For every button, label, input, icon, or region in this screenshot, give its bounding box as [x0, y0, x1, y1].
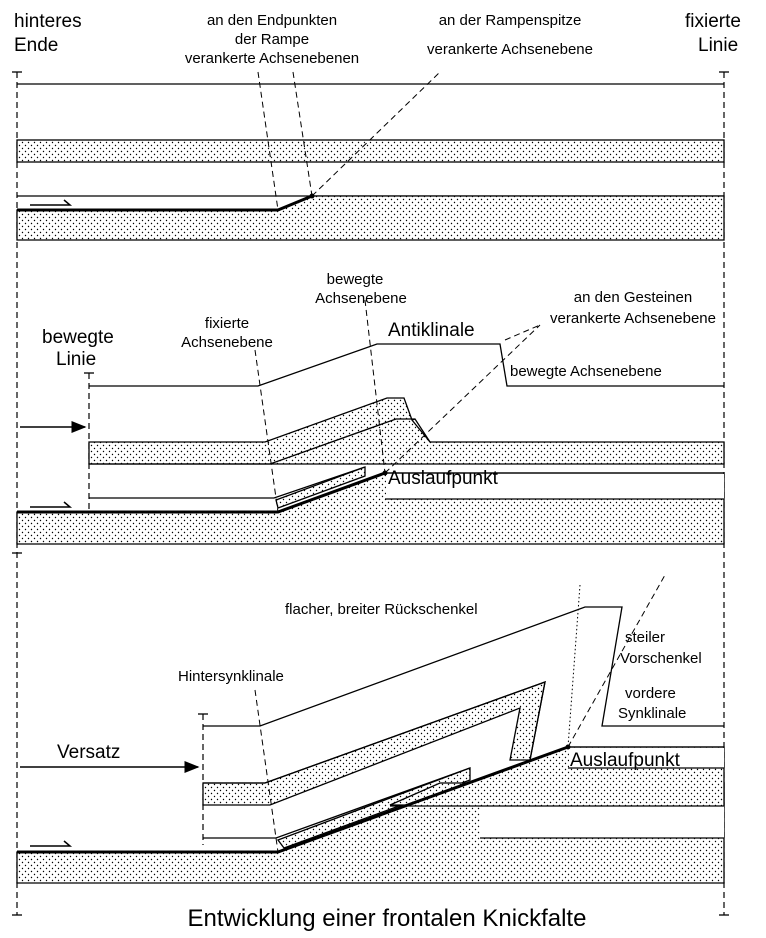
- ramp-tip-plane-1: an der Rampenspitze: [439, 12, 582, 29]
- rock-anchored-plane-2: verankerte Achsenebene: [550, 310, 716, 327]
- slip-arrow-top: [30, 199, 73, 206]
- left-end-label-1: hinteres: [14, 11, 82, 32]
- back-limb-label: flacher, breiter Rückschenkel: [285, 601, 478, 618]
- panel-top: hinteres Ende fixierte Linie an den Endp…: [14, 11, 741, 241]
- front-syncline-2: Synklinale: [618, 705, 686, 722]
- panel-middle: bewegte Linie fixierte Achsenebene beweg…: [16, 271, 725, 545]
- front-syncline-1: vordere: [625, 685, 676, 702]
- tip-point-bottom: Auslaufpunkt: [570, 750, 681, 771]
- moved-line-1: bewegte: [42, 327, 114, 348]
- ramp-end-planes-2: der Rampe: [235, 31, 309, 48]
- rock-anchored-plane-1: an den Gesteinen: [574, 289, 692, 306]
- ramp-end-planes-1: an den Endpunkten: [207, 12, 337, 29]
- figure-caption: Entwicklung einer frontalen Knickfalte: [188, 905, 587, 932]
- ramp-tip-plane-2: verankerte Achsenebene: [427, 41, 593, 58]
- stippled-hanging-layer: [88, 397, 725, 465]
- moved-plane-top-2: Achsenebene: [315, 290, 407, 307]
- moved-plane-top-1: bewegte: [327, 271, 384, 288]
- offset-label: Versatz: [57, 742, 120, 763]
- slip-arrow-middle: [30, 501, 73, 508]
- thrust-ramp: [17, 194, 313, 212]
- moved-plane-right: bewegte Achsenebene: [510, 363, 662, 380]
- slip-arrow-bottom: [30, 840, 73, 847]
- moved-line-2: Linie: [56, 349, 96, 370]
- tip-point-middle: Auslaufpunkt: [388, 468, 499, 489]
- hinter-syncline-label: Hintersynklinale: [178, 668, 284, 685]
- right-end-label-2: Linie: [698, 35, 738, 56]
- stippled-layer: [16, 139, 725, 163]
- fixed-plane-2: Achsenebene: [181, 334, 273, 351]
- ramp-end-planes-3: verankerte Achsenebenen: [185, 50, 359, 67]
- panel-bottom: flacher, breiter Rückschenkel steiler Vo…: [16, 574, 725, 884]
- left-end-label-2: Ende: [14, 35, 58, 56]
- stippled-footwall-layer: [16, 195, 725, 241]
- front-limb-2: Vorschenkel: [620, 650, 702, 667]
- anticline-label: Antiklinale: [388, 320, 475, 341]
- right-end-label-1: fixierte: [685, 11, 741, 32]
- fixed-plane-1: fixierte: [205, 315, 249, 332]
- front-limb-1: steiler: [625, 629, 665, 646]
